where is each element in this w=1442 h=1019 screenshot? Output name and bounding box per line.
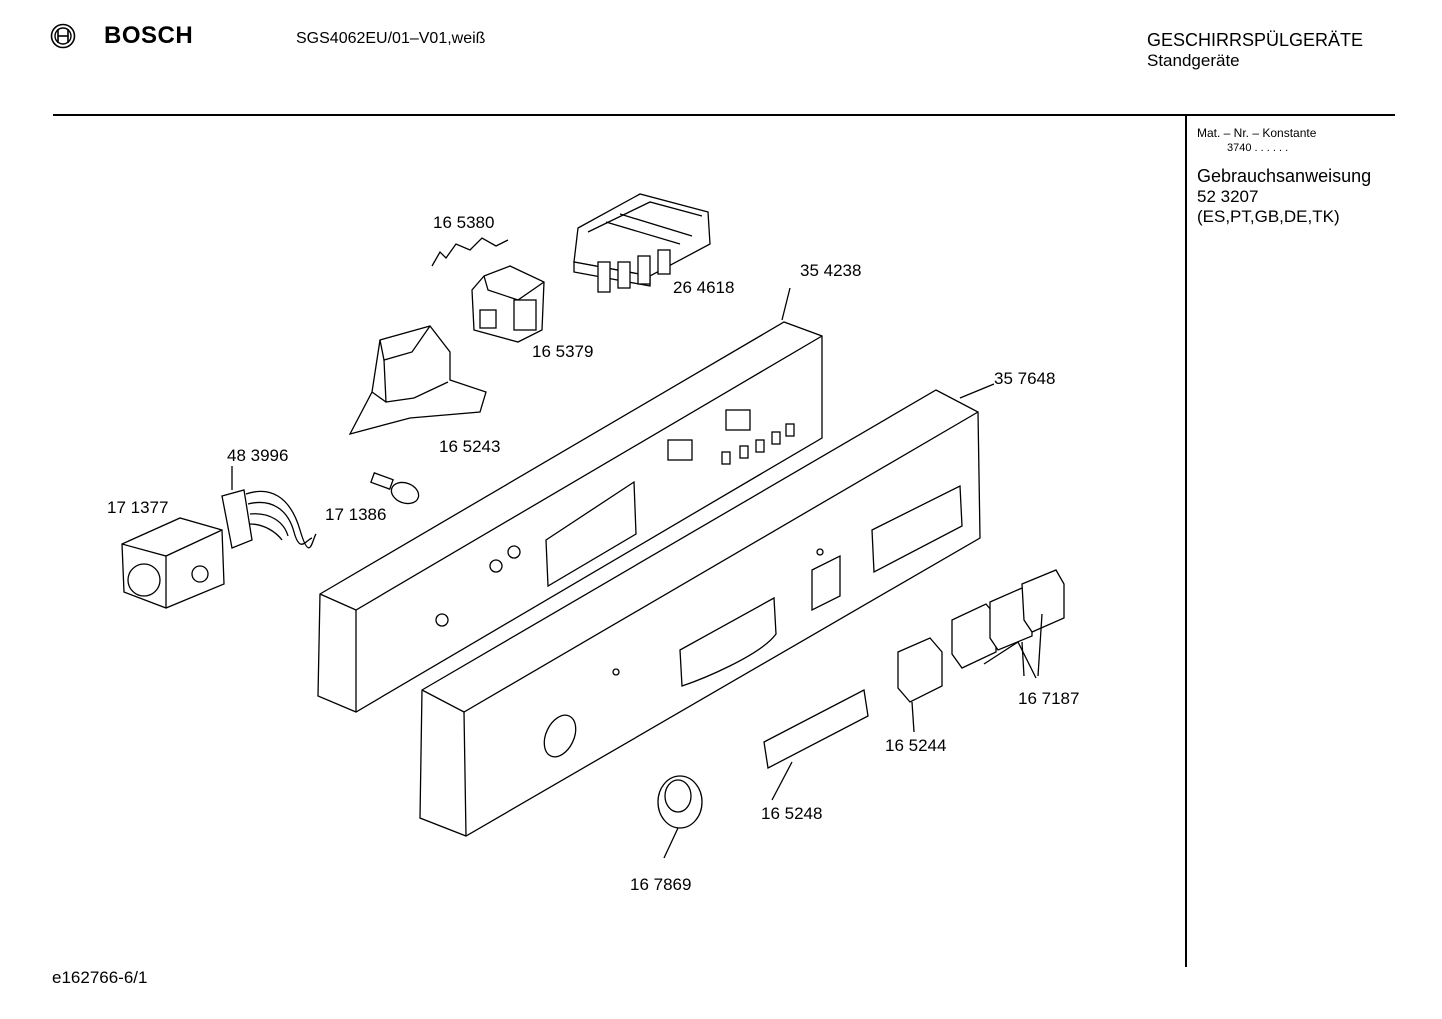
- part-label-357648: 35 7648: [994, 369, 1056, 388]
- part-label-165244: 16 5244: [885, 736, 947, 755]
- mat-nr-label: Mat. – Nr. – Konstante: [1197, 126, 1317, 140]
- model-number: SGS4062EU/01–V01,weiß: [296, 30, 486, 47]
- part-label-483996: 48 3996: [227, 446, 289, 465]
- bosch-logo-icon: [50, 23, 76, 49]
- part-label-264618: 26 4618: [673, 278, 735, 297]
- part-label-165243: 16 5243: [439, 437, 501, 456]
- part-165244-button: [897, 637, 943, 733]
- part-label-165380: 16 5380: [433, 213, 495, 232]
- part-167187-buttons: [951, 569, 1065, 679]
- part-label-171386: 17 1386: [325, 505, 387, 524]
- brand-name: BOSCH: [104, 22, 194, 49]
- part-165248-strip: [763, 689, 869, 801]
- manual-label: Gebrauchsanweisung: [1197, 166, 1372, 186]
- category-title: GESCHIRRSPÜLGERÄTE: [1147, 30, 1364, 50]
- part-label-167869: 16 7869: [630, 875, 692, 894]
- manual-languages: (ES,PT,GB,DE,TK): [1197, 207, 1340, 226]
- part-483996-harness: [221, 489, 317, 549]
- exploded-parts-diagram: [121, 193, 1065, 859]
- part-357648-front-panel: [419, 389, 981, 837]
- manual-number: 52 3207: [1197, 187, 1259, 206]
- mat-nr-value: 3740 . . . . . .: [1227, 142, 1289, 154]
- part-264618-switch-block: [573, 193, 711, 293]
- part-171377-timer: [121, 517, 225, 609]
- part-171386-lamp: [370, 472, 420, 505]
- part-354238-inner-panel: [317, 321, 823, 713]
- side-divider: [1185, 116, 1187, 967]
- part-167869-knob: [657, 775, 703, 859]
- part-label-167187: 16 7187: [1018, 689, 1080, 708]
- part-165380-spring: [431, 237, 509, 267]
- header-divider: [53, 114, 1395, 116]
- part-label-171377: 17 1377: [107, 498, 169, 517]
- part-label-165248: 16 5248: [761, 804, 823, 823]
- part-165379-relay-housing: [471, 265, 545, 343]
- part-label-165379: 16 5379: [532, 342, 594, 361]
- category-subtitle: Standgeräte: [1147, 51, 1240, 70]
- part-label-354238: 35 4238: [800, 261, 862, 280]
- drawing-code: e162766-6/1: [52, 968, 148, 987]
- part-165243-bracket: [348, 325, 487, 436]
